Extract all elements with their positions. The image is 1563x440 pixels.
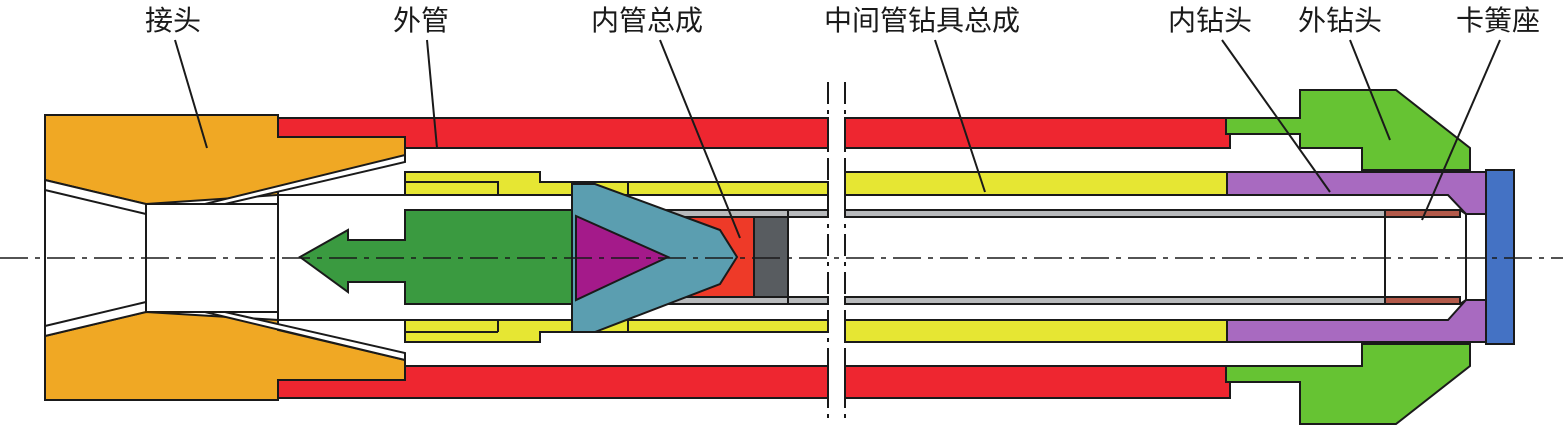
middle-tube-top-right — [844, 171, 1228, 196]
joint-line-3 — [44, 189, 147, 215]
inner-core-arrow — [298, 209, 601, 305]
collet-body — [1384, 209, 1467, 305]
outer-bit — [1225, 89, 1471, 425]
label-inner-bit: 内钻头 — [1168, 4, 1252, 37]
label-collet-seat: 卡簧座 — [1456, 4, 1540, 37]
joint-lines — [44, 189, 405, 327]
label-middle-tube-drill-assembly: 中间管钻具总成 — [824, 4, 1020, 37]
label-inner-tube-assembly: 内管总成 — [591, 4, 703, 37]
collet — [1384, 209, 1461, 305]
outer-bit-top — [1225, 89, 1471, 171]
label-outer-tube: 外管 — [393, 4, 449, 37]
labels: 接头 外管 内管总成 中间管钻具总成 内钻头 外钻头 卡簧座 — [145, 4, 1540, 37]
joint — [44, 114, 406, 401]
outer-bit-bottom — [1225, 343, 1471, 425]
leader-outer-bit — [1349, 39, 1391, 141]
middle-tube-inner-lines — [405, 172, 629, 342]
leader-middle-tube-drill-assembly — [934, 39, 986, 193]
inner-tube-bottom-right — [844, 296, 1386, 305]
outer-tube-top-right — [844, 117, 1231, 149]
break-lines — [827, 82, 846, 422]
inner-dark-block — [753, 216, 789, 298]
middle-tube-step-top — [404, 181, 499, 196]
inner-tube-top-right — [844, 209, 1386, 218]
inner-bit — [1226, 171, 1487, 343]
collet-outline-right — [1459, 209, 1467, 305]
label-joint: 接头 — [145, 4, 201, 37]
mt-line-5 — [539, 172, 629, 195]
joint-line-4 — [44, 301, 147, 327]
label-outer-bit: 外钻头 — [1298, 4, 1382, 37]
leader-outer-tube — [426, 39, 438, 149]
collet-seat — [1485, 169, 1515, 345]
middle-tube-bottom-right — [844, 319, 1228, 343]
inner-bit-top — [1226, 171, 1487, 215]
collet-top — [1384, 209, 1461, 218]
leader-collet-seat — [1421, 39, 1501, 221]
collet-bottom — [1384, 296, 1461, 305]
inner-bit-bottom — [1226, 299, 1487, 343]
outer-tube-bottom-right — [844, 365, 1231, 399]
leader-inner-bit — [1221, 39, 1331, 193]
leader-lines — [174, 39, 1501, 239]
leader-inner-tube-assembly — [659, 39, 741, 239]
leader-joint — [174, 39, 208, 149]
outer-tube — [277, 117, 1231, 399]
